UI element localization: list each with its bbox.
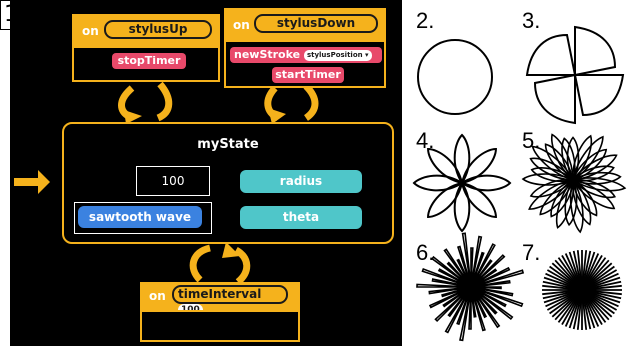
panel-label-2: 2. <box>416 8 435 33</box>
loop-arrowhead-stylus-up <box>124 110 142 124</box>
time-interval-event-block[interactable]: on timeInterval 100 <box>140 282 300 342</box>
spiky-burst-drawing <box>416 232 525 342</box>
petal-stroke <box>551 133 574 182</box>
start-timer-action[interactable]: startTimer <box>272 67 344 83</box>
petal-stroke <box>412 174 464 192</box>
stylus-down-event-label[interactable]: stylusDown <box>254 14 378 33</box>
panel-label-4: 4. <box>416 128 435 153</box>
petal-stroke <box>453 181 471 233</box>
radius-source-box[interactable]: 100 <box>136 166 210 196</box>
stylus-down-event-block[interactable]: on stylusDown newStroke stylusPosition ▾… <box>224 8 386 88</box>
stop-timer-action[interactable]: stopTimer <box>112 53 186 69</box>
petal-stroke <box>556 178 575 229</box>
on-keyword: on <box>149 289 166 303</box>
petal-stroke <box>427 148 464 185</box>
panel-label-6: 6. <box>416 240 435 265</box>
pinwheel-drawing <box>525 25 625 125</box>
petal-stroke <box>571 148 608 182</box>
panel-label-3: 3. <box>522 8 541 33</box>
petal-stroke <box>572 178 592 226</box>
new-stroke-action[interactable]: newStroke stylusPosition ▾ <box>230 47 382 63</box>
panel-label-7: 7. <box>522 240 541 265</box>
dense-rose-drawing <box>521 133 627 234</box>
stylus-down-action-area: newStroke stylusPosition ▾ startTimer <box>224 40 386 88</box>
petal-stroke <box>539 178 575 216</box>
petal-stroke <box>569 177 584 234</box>
on-keyword: on <box>82 24 99 38</box>
stylus-up-event-block[interactable]: on stylusUp stopTimer <box>72 14 220 82</box>
petal-stroke <box>529 157 575 181</box>
stylus-up-action-area: stopTimer <box>72 46 220 82</box>
sawtooth-wave-source[interactable]: sawtooth wave <box>78 206 202 228</box>
petal-stroke <box>521 173 575 186</box>
state-block[interactable]: myState 100 radius sawtooth wave theta <box>62 122 394 244</box>
time-interval-event-label[interactable]: timeInterval 100 <box>172 285 288 316</box>
petal-stroke <box>571 171 622 185</box>
petal-stroke <box>571 154 618 181</box>
loop-arrowhead-stylus-down <box>268 108 286 124</box>
panel-label-5: 5. <box>522 128 541 153</box>
petal-stroke <box>571 135 604 182</box>
petal-stroke <box>453 133 471 185</box>
theta-property[interactable]: theta <box>240 206 362 229</box>
petal-flower-drawing <box>412 133 512 233</box>
petal-stroke <box>531 145 575 182</box>
state-name: myState <box>197 137 259 152</box>
starburst-line <box>542 284 622 296</box>
loop-arrowhead-time-interval <box>222 242 240 258</box>
new-stroke-label: newStroke <box>234 48 301 61</box>
petal-stroke <box>460 174 512 192</box>
stylus-position-dropdown[interactable]: stylusPosition ▾ <box>303 50 372 61</box>
time-interval-action-area <box>140 310 300 342</box>
radius-source-value: 100 <box>161 174 185 188</box>
loop-arrow-time-interval <box>189 244 251 285</box>
circle-drawing <box>417 39 493 115</box>
petal-stroke <box>571 178 616 210</box>
petal-stroke <box>544 143 575 182</box>
radius-property[interactable]: radius <box>240 170 362 193</box>
petal-stroke <box>528 178 575 210</box>
starburst-drawing <box>542 250 622 330</box>
petal-stroke <box>570 177 627 192</box>
on-keyword: on <box>233 18 250 32</box>
stylus-up-event-label[interactable]: stylusUp <box>104 20 212 39</box>
petal-stroke <box>564 178 578 227</box>
burst-stroke <box>416 232 525 342</box>
entry-arrow <box>14 170 50 194</box>
theta-source-box[interactable]: sawtooth wave <box>74 202 212 234</box>
petal-stroke <box>561 137 576 182</box>
time-interval-label: timeInterval <box>178 287 262 301</box>
